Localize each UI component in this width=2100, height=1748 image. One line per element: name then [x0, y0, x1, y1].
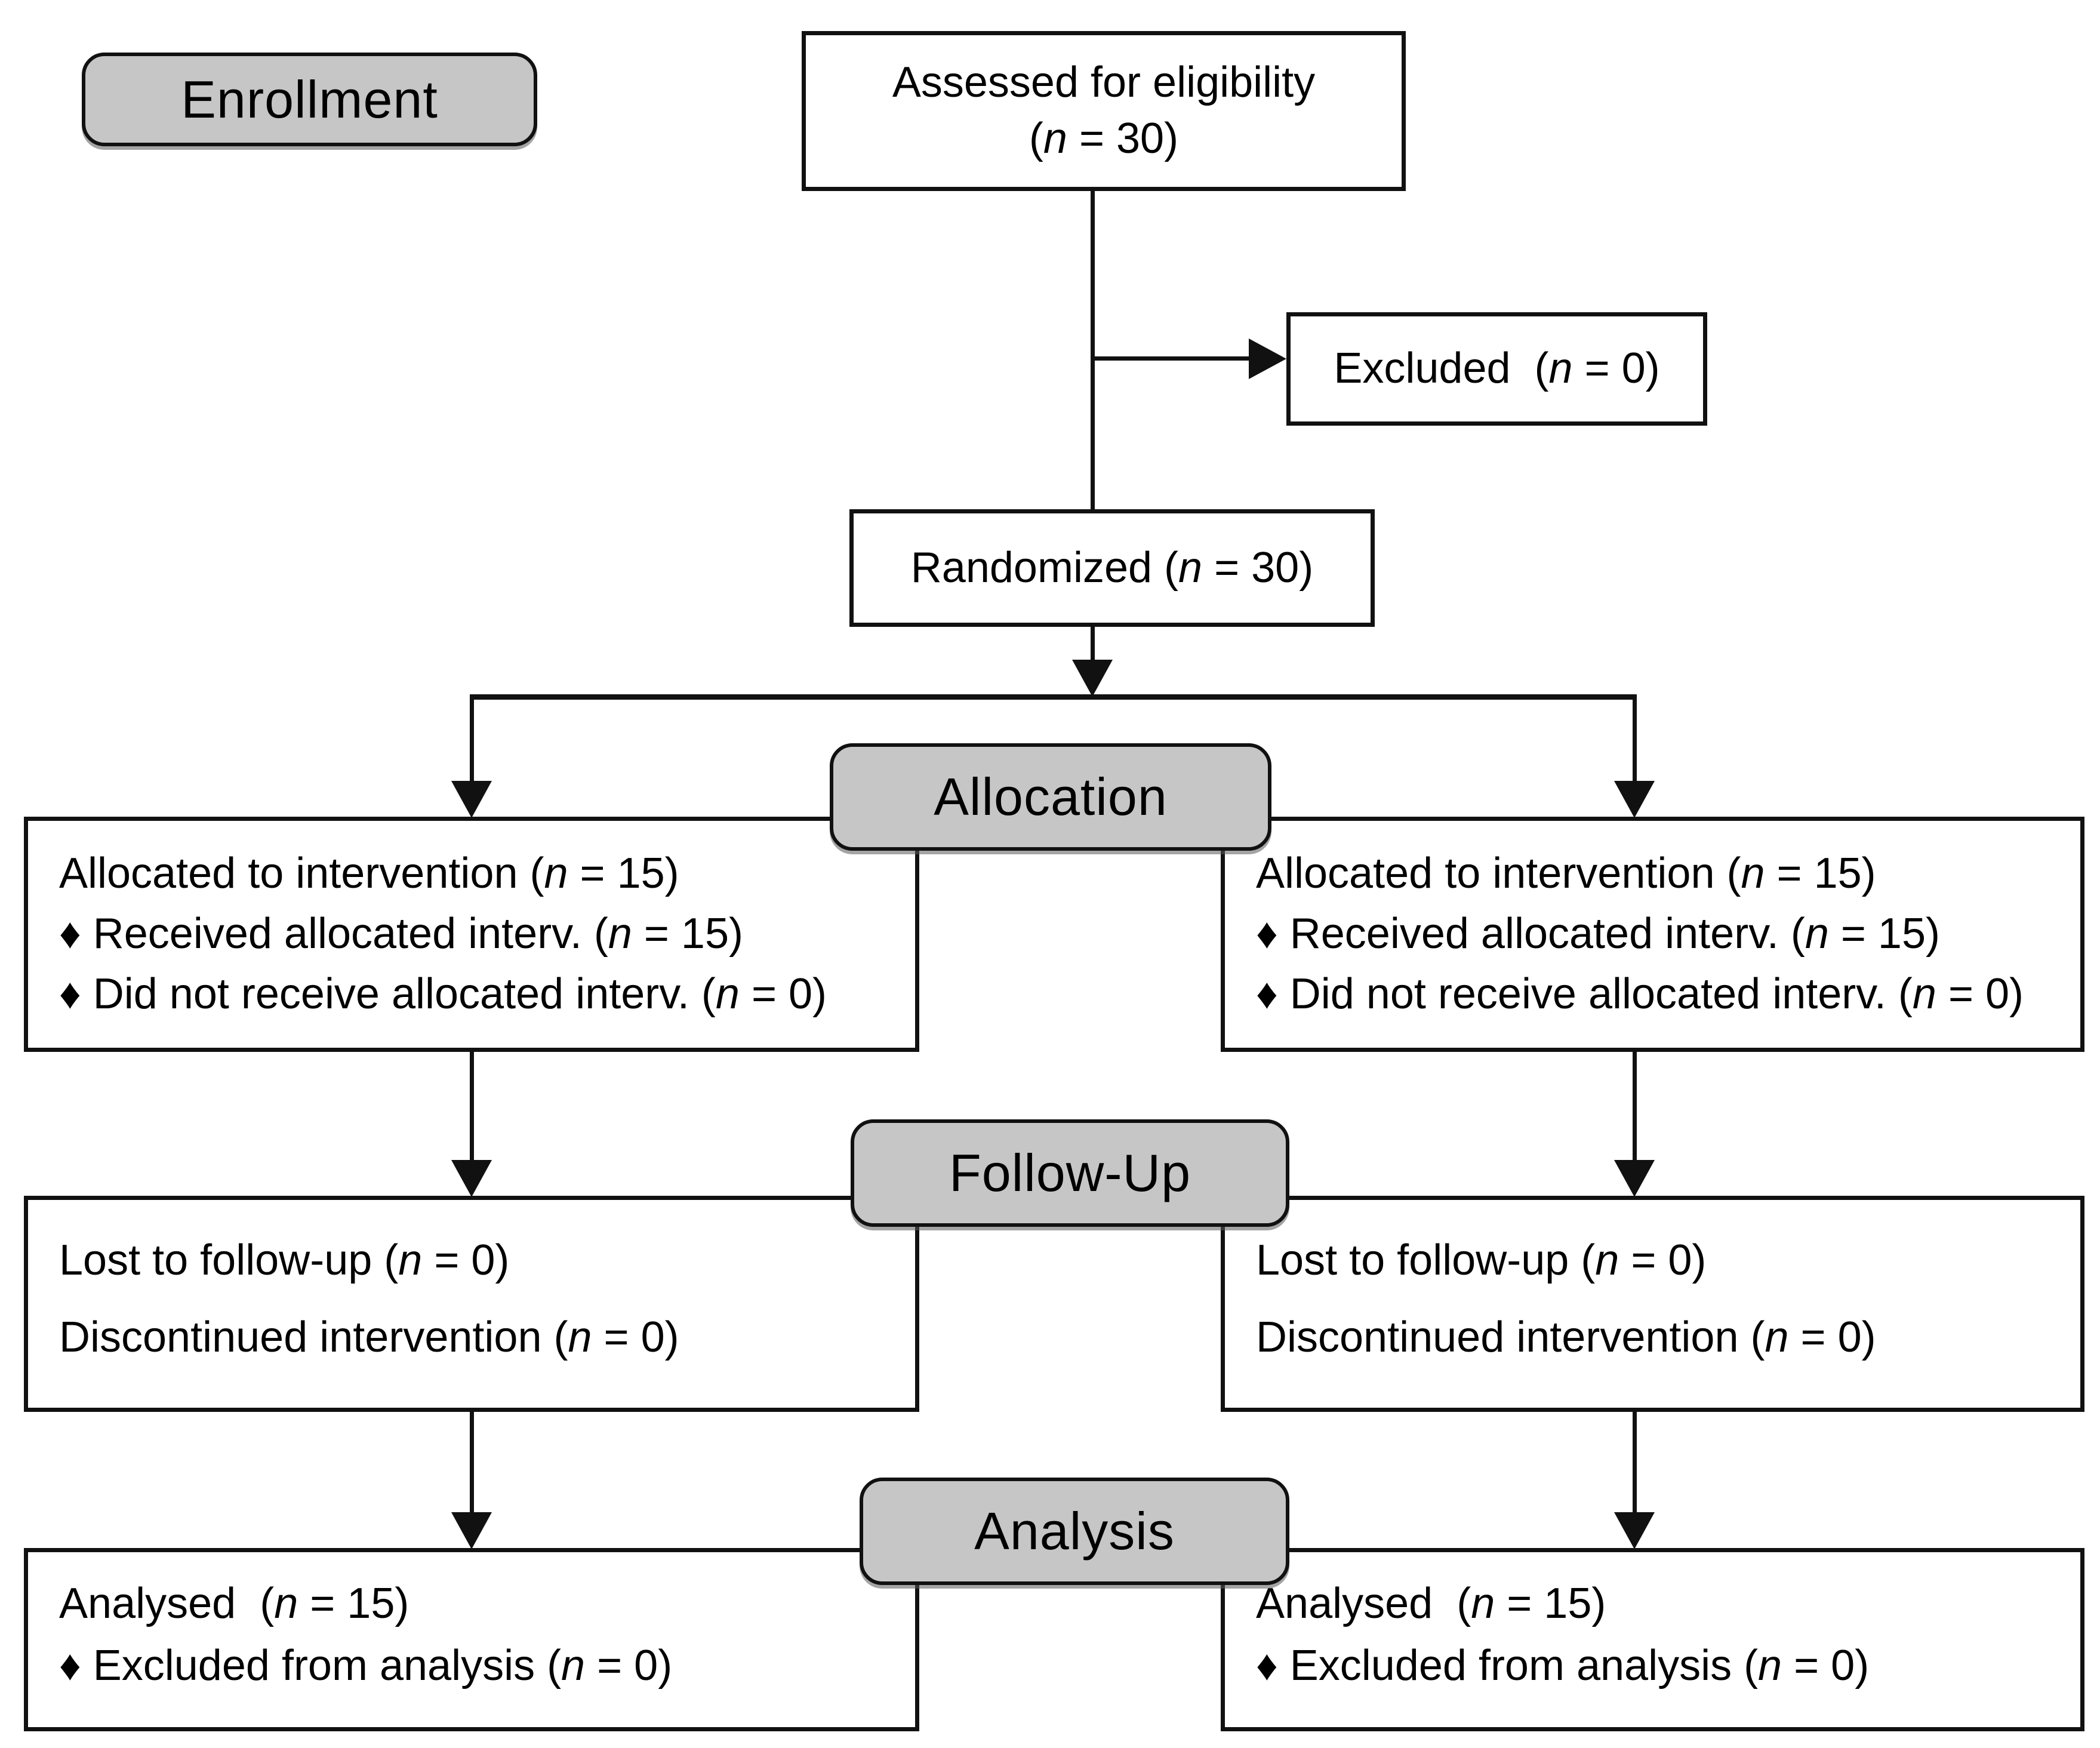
allocation-box-right: Allocated to intervention (n = 15) ♦ Rec…: [1221, 817, 2084, 1052]
followup-right-line-2: Discontinued intervention (n = 0): [1256, 1313, 1876, 1362]
connector-branch-alloc-left: [470, 694, 474, 784]
alloc-right-line-2: ♦ Received allocated interv. (n = 15): [1256, 910, 1940, 958]
assessed-line-1: Assessed for eligibility: [892, 59, 1316, 107]
arrowhead-branch-icon: [1072, 660, 1113, 697]
followup-stage-label: Follow-Up: [851, 1119, 1289, 1227]
excluded-box: Excluded (n = 0): [1286, 312, 1707, 426]
randomized-line-1: Randomized (n = 30): [910, 543, 1314, 592]
arrowhead-followup-left-icon: [451, 1160, 492, 1197]
analysis-left-line-2: ♦ Excluded from analysis (n = 0): [59, 1642, 673, 1690]
followup-box-left: Lost to follow-up (n = 0) Discontinued i…: [24, 1196, 919, 1412]
connector-followup-analysis-left: [470, 1411, 474, 1513]
followup-right-line-1: Lost to follow-up (n = 0): [1256, 1236, 1707, 1284]
analysis-right-line-1: Analysed (n = 15): [1256, 1580, 1606, 1627]
analysis-stage-label: Analysis: [860, 1478, 1289, 1585]
branch-line: [470, 694, 1636, 700]
assessed-box: Assessed for eligibility (n = 30): [802, 31, 1406, 191]
enrollment-stage-text: Enrollment: [181, 69, 438, 129]
followup-left-line-1: Lost to follow-up (n = 0): [59, 1236, 510, 1284]
arrowhead-followup-right-icon: [1614, 1160, 1655, 1197]
connector-alloc-followup-right: [1633, 1051, 1637, 1161]
alloc-left-line-2: ♦ Received allocated interv. (n = 15): [59, 910, 743, 958]
alloc-right-line-1: Allocated to intervention (n = 15): [1256, 850, 1876, 897]
analysis-right-line-2: ♦ Excluded from analysis (n = 0): [1256, 1642, 1870, 1690]
arrowhead-alloc-left-icon: [451, 781, 492, 818]
followup-left-line-2: Discontinued intervention (n = 0): [59, 1313, 679, 1362]
analysis-stage-text: Analysis: [974, 1501, 1175, 1561]
connector-alloc-followup-left: [470, 1051, 474, 1161]
allocation-box-left: Allocated to intervention (n = 15) ♦ Rec…: [24, 817, 919, 1052]
followup-box-right: Lost to follow-up (n = 0) Discontinued i…: [1221, 1196, 2084, 1412]
alloc-left-line-1: Allocated to intervention (n = 15): [59, 850, 679, 897]
allocation-stage-text: Allocation: [934, 767, 1168, 826]
connector-randomized-branch: [1091, 626, 1095, 661]
followup-stage-text: Follow-Up: [949, 1143, 1191, 1202]
connector-excluded: [1092, 356, 1260, 361]
alloc-left-line-3: ♦ Did not receive allocated interv. (n =…: [59, 970, 827, 1018]
connector-branch-alloc-right: [1633, 694, 1637, 784]
analysis-box-left: Analysed (n = 15) ♦ Excluded from analys…: [24, 1548, 919, 1731]
arrowhead-analysis-left-icon: [451, 1512, 492, 1549]
randomized-box: Randomized (n = 30): [849, 509, 1375, 627]
arrowhead-excluded-icon: [1249, 338, 1286, 379]
arrowhead-alloc-right-icon: [1614, 781, 1655, 818]
connector-followup-analysis-right: [1633, 1411, 1637, 1513]
assessed-line-2: (n = 30): [1029, 115, 1179, 162]
analysis-left-line-1: Analysed (n = 15): [59, 1580, 409, 1627]
excluded-line-1: Excluded (n = 0): [1334, 344, 1660, 393]
analysis-box-right: Analysed (n = 15) ♦ Excluded from analys…: [1221, 1548, 2084, 1731]
arrowhead-analysis-right-icon: [1614, 1512, 1655, 1549]
allocation-stage-label: Allocation: [830, 743, 1271, 851]
alloc-right-line-3: ♦ Did not receive allocated interv. (n =…: [1256, 970, 2024, 1018]
enrollment-stage-label: Enrollment: [82, 53, 537, 146]
connector-assessed-randomized: [1091, 190, 1095, 510]
